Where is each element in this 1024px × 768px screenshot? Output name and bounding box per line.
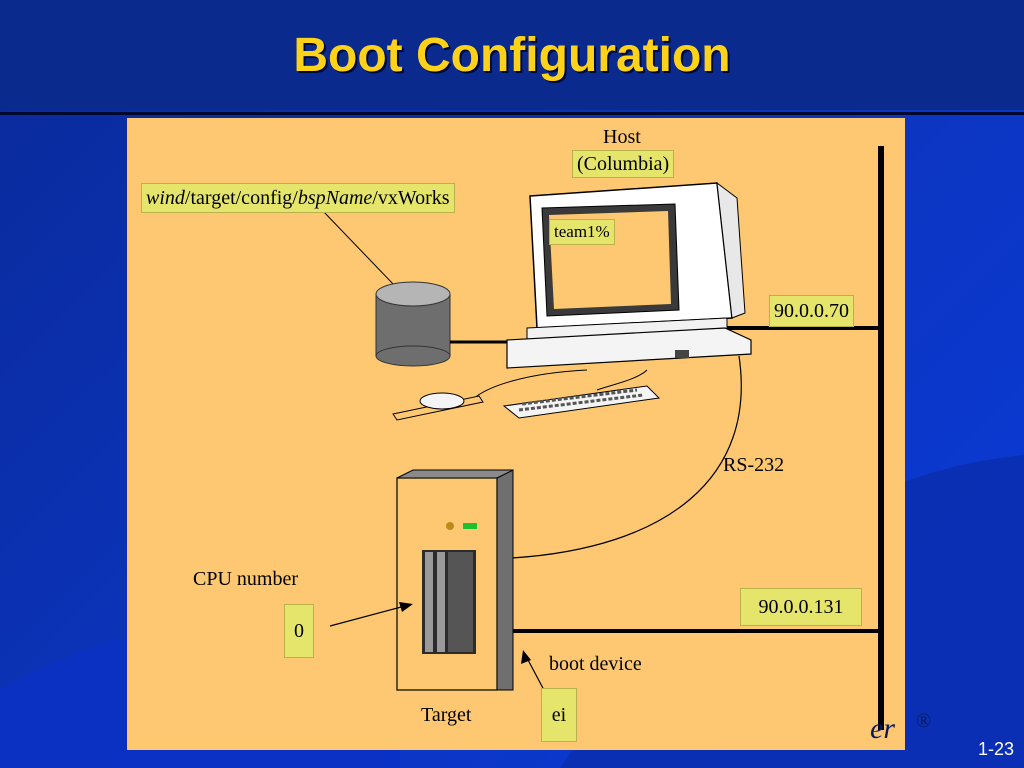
host-label: Host [603, 126, 641, 148]
logo-text: er [870, 712, 895, 745]
path-bsp: bspName [297, 186, 373, 209]
status-led-icon [446, 522, 454, 530]
host-name: (Columbia) [577, 152, 670, 175]
host-base-unit-icon [506, 327, 752, 369]
page-number: 1-23 [977, 739, 1014, 759]
path-config: /target/config/ [184, 186, 298, 209]
target-label: Target [421, 704, 472, 726]
host-ip-box: 90.0.0.70 [769, 295, 854, 327]
power-led-icon [463, 523, 477, 529]
mouse-cable [471, 369, 588, 401]
target-board-icon [396, 469, 514, 691]
disk-icon [375, 281, 451, 367]
cpu-arrow [329, 605, 406, 627]
host-ip: 90.0.0.70 [774, 299, 849, 322]
cpu-number-label: CPU number [193, 568, 298, 590]
rs232-cable [511, 355, 742, 559]
rs232-label: RS-232 [723, 454, 785, 476]
mouse-icon [392, 392, 484, 421]
boot-device-label: boot device [549, 653, 642, 675]
slide-title: Boot Configuration [293, 29, 731, 82]
boot-device-arrow [526, 657, 546, 693]
cpu-number-value: 0 [294, 619, 304, 642]
path-vxworks: /vxWorks [372, 186, 450, 209]
target-ip-box: 90.0.0.131 [740, 588, 862, 626]
company-logo-fragment: er ® [720, 710, 932, 762]
target-ip: 90.0.0.131 [758, 595, 844, 618]
registered-mark: ® [916, 710, 932, 732]
boot-device-box: ei [541, 688, 577, 742]
drive-slot-icon [675, 350, 689, 358]
cpu-number-box: 0 [284, 604, 314, 658]
monitor-icon [526, 181, 746, 344]
title-divider [0, 112, 1024, 115]
boot-device-value: ei [551, 703, 567, 726]
path-leader-line [321, 209, 396, 287]
shell-prompt: team1% [554, 222, 610, 241]
title-bar [0, 0, 1024, 110]
path-wind: wind [146, 186, 185, 209]
boot-path-box: wind/target/config/bspName/vxWorks [141, 183, 455, 213]
host-name-box: (Columbia) [572, 150, 675, 178]
keyboard-cable [596, 369, 648, 391]
boot-diagram-panel: Host (Columbia) wind/target/config/bspNa… [127, 118, 905, 750]
shell-prompt-box: team1% [549, 219, 615, 245]
keyboard-icon [502, 385, 661, 419]
